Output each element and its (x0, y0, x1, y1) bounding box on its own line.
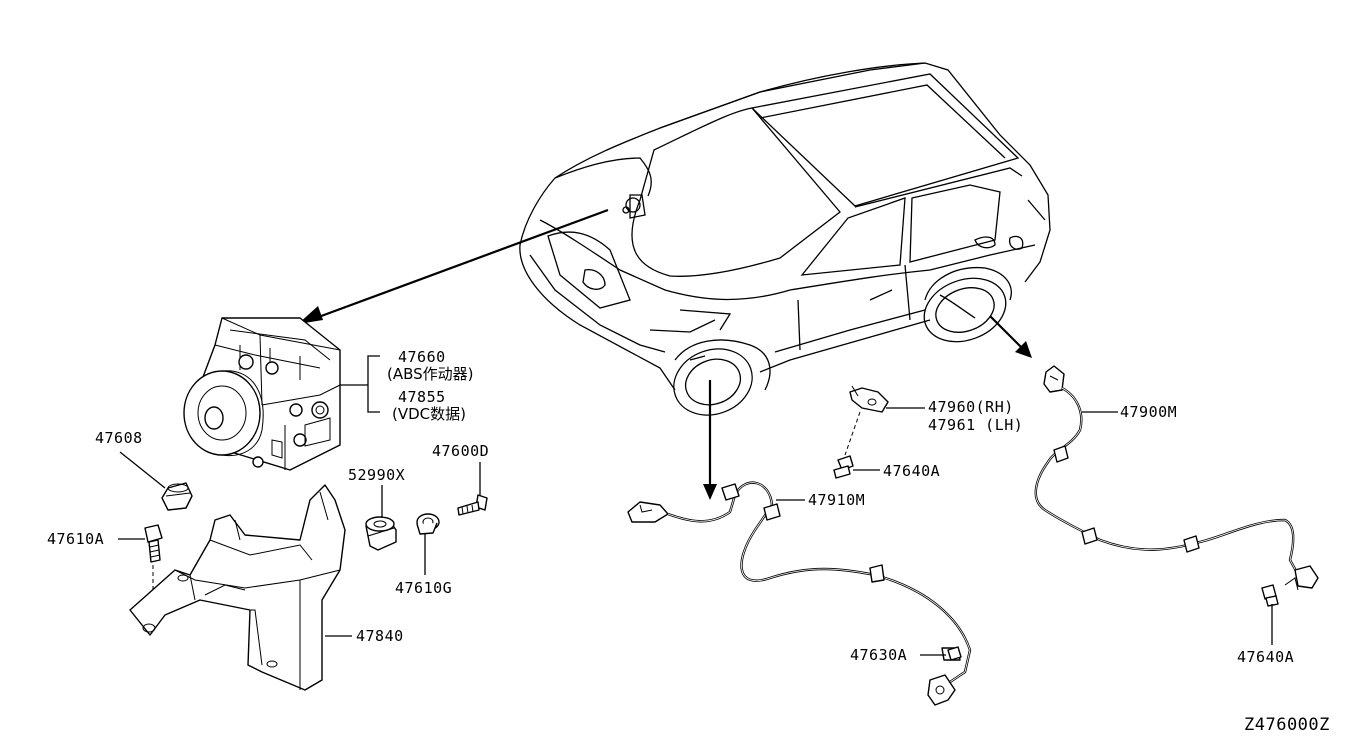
leader-mount-bush (119, 451, 166, 489)
actuator-bracket (129, 484, 346, 691)
arrow-head-icon (1015, 341, 1032, 358)
diagram-code: Z476000Z (1244, 715, 1330, 735)
vehicle-outline (519, 62, 1051, 416)
label-data-desc: (VDC数据) (392, 405, 466, 423)
sensor-bracket (849, 385, 889, 413)
front-wheel-sensor-harness (627, 481, 972, 706)
label-sensor-bracket-lh: 47961 (LH) (928, 416, 1023, 434)
label-bolt-front: 47630A (850, 646, 907, 664)
arrow-head-icon (703, 484, 717, 500)
bracket-axis (844, 411, 861, 456)
bracket-leader (367, 355, 380, 413)
label-actuator-desc: (ABS作动器) (387, 365, 474, 383)
label-sensor-bracket-rh: 47960(RH) (928, 398, 1014, 416)
label-actuator-no: 47660 (398, 348, 446, 366)
collar (416, 513, 440, 535)
bolt-icon (947, 646, 962, 661)
arrow-to-rear-sensor (989, 315, 1027, 353)
abs-actuator-unit (183, 317, 341, 471)
mount-bush (161, 482, 193, 511)
label-bolt-bracket: 47640A (883, 462, 940, 480)
label-data-no: 47855 (398, 388, 446, 406)
rear-wheel-sensor-harness (1034, 365, 1319, 591)
engine-bay-actuator-icon (622, 194, 646, 219)
label-grommet: 52990X (348, 466, 405, 484)
label-bolt-d: 47600D (432, 442, 489, 460)
label-bolt-rear: 47640A (1237, 648, 1294, 666)
label-mount-bush: 47608 (95, 429, 143, 447)
bolt-icon (1261, 584, 1279, 607)
arrow-head-icon (298, 306, 323, 324)
bolt-icon (457, 494, 488, 516)
label-sensor-rear: 47900M (1120, 403, 1177, 421)
bolt-icon (144, 524, 163, 563)
leader-arrows (298, 208, 1032, 500)
label-bolt-a: 47610A (47, 530, 104, 548)
arrow-to-actuator (304, 208, 609, 324)
bolt-icon (833, 455, 854, 479)
label-bracket: 47840 (356, 627, 404, 645)
grommet (365, 516, 397, 551)
label-sensor-front: 47910M (808, 491, 865, 509)
label-collar: 47610G (395, 579, 452, 597)
